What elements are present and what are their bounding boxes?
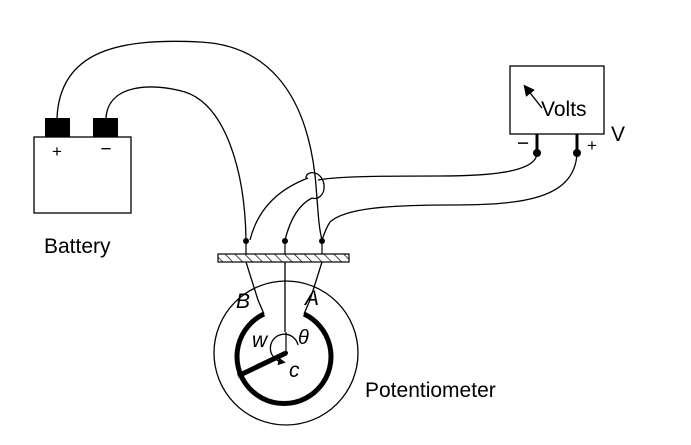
wires: [56, 40, 578, 241]
voltmeter-label: Volts: [541, 98, 587, 121]
wire-battery-positive: [56, 40, 316, 176]
center-label: c: [289, 359, 300, 382]
potentiometer-label: Potentiometer: [365, 379, 496, 402]
terminal-a-label: A: [303, 287, 319, 310]
wire-wiper-to-voltmeter-bottom: [329, 152, 578, 223]
angle-arc: [269, 333, 299, 366]
battery: + − Battery: [33, 118, 132, 258]
wiper-arm: [236, 350, 288, 379]
terminal-b-label: B: [236, 290, 250, 313]
battery-positive-terminal: [45, 118, 70, 137]
voltmeter-body: [509, 65, 605, 135]
lead-a: [303, 261, 323, 315]
wire-wiper-to-voltmeter-top: [317, 152, 538, 181]
angle-label: θ: [298, 327, 309, 349]
battery-positive-sign: +: [52, 142, 62, 161]
wire-ribbon-left: [249, 177, 309, 241]
battery-negative-sign: −: [100, 139, 111, 160]
hatched-mount: [217, 253, 350, 263]
terminal-strip: [217, 238, 350, 263]
voltmeter-positive-sign: +: [587, 136, 597, 155]
wire-battery-positive-lower: [314, 174, 323, 241]
wire-crossover-hump: [305, 172, 325, 200]
potentiometer: B A w θ c Potentiometer: [213, 261, 496, 426]
voltmeter-negative-sign: −: [517, 132, 529, 155]
battery-body: [33, 136, 132, 214]
wire-battery-negative: [105, 86, 247, 241]
voltmeter-needle-icon: [523, 84, 543, 109]
pivot-center: [284, 351, 288, 355]
lead-b: [245, 261, 265, 315]
voltmeter-output-label: V: [611, 123, 625, 146]
voltmeter: Volts V − +: [509, 65, 625, 157]
resistive-element: [234, 311, 334, 406]
wiper-label: w: [252, 329, 269, 352]
battery-label: Battery: [44, 235, 111, 258]
wire-ribbon-right: [321, 221, 331, 241]
battery-negative-terminal: [93, 118, 118, 137]
wire-ribbon-inner: [284, 197, 313, 241]
